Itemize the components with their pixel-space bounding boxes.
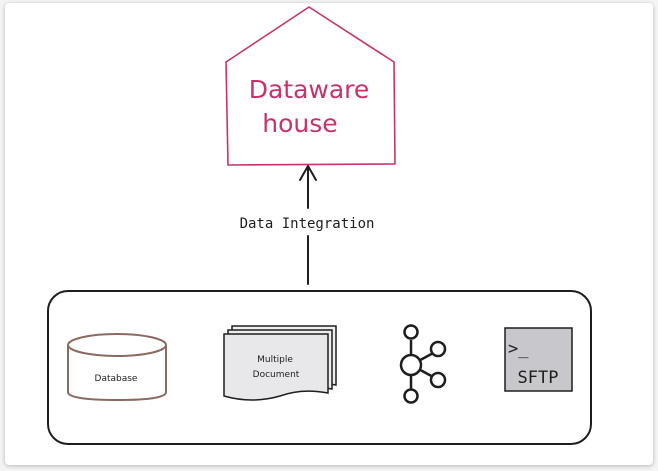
database-node[interactable]: Database — [67, 333, 167, 402]
document-label-line2: Document — [253, 370, 300, 380]
warehouse-node[interactable]: Dataware house — [225, 6, 396, 166]
document-node[interactable]: Multiple Document — [223, 325, 337, 401]
stacked-documents-icon — [223, 325, 337, 401]
integration-arrow — [299, 165, 317, 285]
warehouse-label-line1: Dataware — [249, 75, 370, 104]
terminal-icon — [504, 327, 573, 392]
warehouse-label-line2: house — [262, 109, 337, 138]
arrowhead-icon — [299, 165, 317, 181]
sftp-node[interactable]: >_ SFTP — [504, 327, 573, 392]
database-cylinder-icon — [67, 333, 167, 402]
integration-label: Data Integration — [240, 216, 375, 232]
house-outline — [225, 6, 396, 166]
database-label: Database — [95, 374, 138, 384]
kafka-icon — [399, 324, 447, 404]
sftp-label: SFTP — [518, 368, 559, 388]
sources-container — [47, 290, 592, 445]
kafka-node[interactable] — [399, 324, 447, 404]
document-label-line1: Multiple — [257, 355, 293, 365]
terminal-prompt: >_ — [508, 339, 529, 359]
